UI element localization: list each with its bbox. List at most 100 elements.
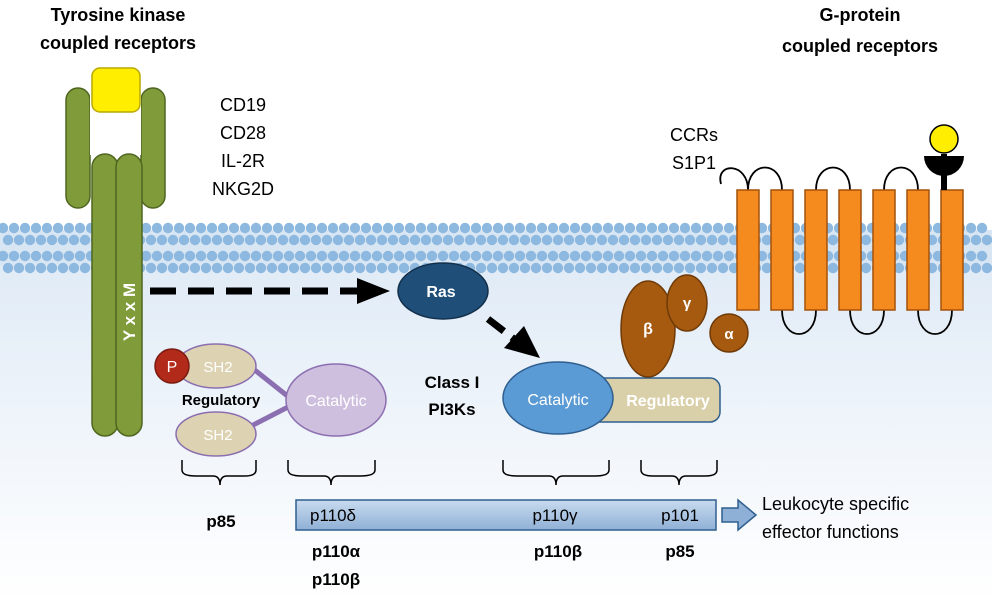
yxxm-motif: Y x x M (120, 283, 139, 341)
lipid-head (657, 222, 669, 234)
lipid-head (228, 250, 240, 262)
catalytic-right-label: Catalytic (527, 392, 588, 409)
lipid-head (519, 234, 531, 246)
lipid-head (140, 250, 152, 262)
title-right-line1: G-protein (820, 5, 901, 25)
label-p110alpha: p110α (312, 542, 361, 561)
lipid-head (24, 262, 36, 274)
lipid-head (371, 222, 383, 234)
tk-outer-right-domain (140, 87, 166, 209)
lipid-head (640, 234, 652, 246)
lipid-head (470, 250, 482, 262)
brace-p85-left (181, 460, 257, 486)
lipid-head (761, 234, 773, 246)
lipid-head (613, 222, 625, 234)
receptor-il2r: IL-2R (221, 151, 265, 171)
lipid-head (893, 234, 905, 246)
lipid-head (365, 234, 377, 246)
lipid-head (618, 234, 630, 246)
lipid-head (299, 262, 311, 274)
lipid-head (217, 222, 229, 234)
lipid-head (415, 250, 427, 262)
lipid-head (629, 262, 641, 274)
lipid-head (569, 250, 581, 262)
lipid-head (19, 222, 31, 234)
lipid-head (475, 234, 487, 246)
lipid-head (162, 250, 174, 262)
lipid-head (827, 234, 839, 246)
lipid-head (794, 262, 806, 274)
lipid-head (338, 222, 350, 234)
lipid-head (63, 250, 75, 262)
lipid-head (448, 250, 460, 262)
regulatory-left-label: Regulatory (182, 392, 261, 409)
lipid-head (558, 222, 570, 234)
lipid-head (222, 262, 234, 274)
g-alpha-label: α (724, 326, 734, 343)
tk-chain-right (115, 153, 143, 437)
lipid-head (189, 234, 201, 246)
lipid-head (244, 234, 256, 246)
lipid-head (19, 250, 31, 262)
bar-p110delta: p110δ (310, 506, 356, 525)
lipid-head (272, 250, 284, 262)
lipid-head (514, 222, 526, 234)
lipid-head (8, 250, 20, 262)
lipid-head (30, 222, 42, 234)
lipid-head (283, 222, 295, 234)
lipid-head (448, 222, 460, 234)
lipid-head (679, 250, 691, 262)
lipid-head (387, 234, 399, 246)
lipid-head (651, 234, 663, 246)
lipid-head (184, 222, 196, 234)
gpcr-ccrs: CCRs (670, 125, 718, 145)
lipid-head (57, 234, 69, 246)
receptor-cd28: CD28 (220, 123, 266, 143)
lipid-head (981, 262, 992, 274)
lipid-head (684, 234, 696, 246)
lipid-head (679, 222, 691, 234)
lipid-head (52, 222, 64, 234)
dashed-arrow-head (357, 278, 390, 304)
brace-p110-right (502, 460, 610, 486)
lipid-head (178, 262, 190, 274)
lipid-head (211, 234, 223, 246)
lipid-head (2, 262, 14, 274)
lipid-head (343, 234, 355, 246)
lipid-head (338, 250, 350, 262)
lipid-head (79, 234, 91, 246)
lipid-head (415, 222, 427, 234)
lipid-head (580, 250, 592, 262)
lipid-head (228, 222, 240, 234)
output-label-line1: Leukocyte specific (762, 494, 909, 514)
lipid-head (145, 234, 157, 246)
lipid-head (13, 234, 25, 246)
lipid-head (30, 250, 42, 262)
label-p110beta-left: p110β (312, 570, 360, 589)
brace-p101 (640, 460, 718, 486)
lipid-head (200, 234, 212, 246)
gpcr-extracellular-loop (815, 166, 851, 191)
sh2-top-label: SH2 (203, 359, 232, 376)
lipid-head (140, 222, 152, 234)
bar-p101: p101 (661, 506, 699, 525)
lipid-head (305, 222, 317, 234)
lipid-head (206, 222, 218, 234)
lipid-head (442, 234, 454, 246)
lipid-head (250, 250, 262, 262)
lipid-head (706, 262, 718, 274)
lipid-head (651, 262, 663, 274)
lipid-head (426, 250, 438, 262)
lipid-head (41, 222, 53, 234)
tk-outer-left-domain (65, 87, 91, 209)
lipid-head (552, 262, 564, 274)
lipid-head (618, 262, 630, 274)
lipid-head (393, 250, 405, 262)
lipid-head (635, 250, 647, 262)
lipid-head (541, 234, 553, 246)
lipid-head (382, 222, 394, 234)
lipid-head (195, 222, 207, 234)
lipid-head (316, 250, 328, 262)
lipid-head (497, 262, 509, 274)
catalytic-left-label: Catalytic (305, 393, 366, 410)
